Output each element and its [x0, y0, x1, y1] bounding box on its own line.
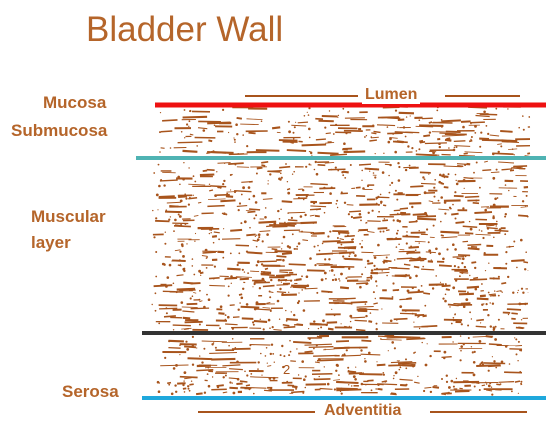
tissue-texture: [152, 105, 531, 396]
marker-number: 2: [283, 362, 290, 377]
label-adventitia: Adventitia: [321, 402, 404, 420]
label-lumen: Lumen: [362, 86, 420, 104]
